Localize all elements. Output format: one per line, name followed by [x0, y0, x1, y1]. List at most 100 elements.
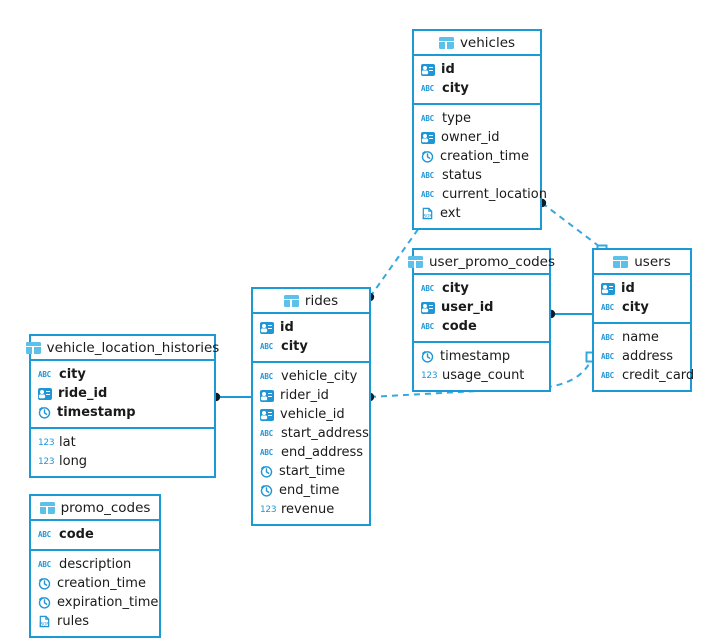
field-row[interactable]: ABC city [414, 279, 549, 298]
field-row[interactable]: owner_id [414, 128, 540, 147]
entity-header-promo-codes: promo_codes [31, 496, 159, 521]
field-row[interactable]: id [594, 279, 690, 298]
field-row[interactable]: ABC city [414, 79, 540, 98]
clock-icon [260, 484, 273, 497]
entity-title: rides [304, 292, 339, 309]
entity-fields-user-promo-codes: timestamp 123 usage_count [414, 343, 549, 390]
entity-vehicle-location-histories[interactable]: vehicle_location_histories ABC city ride… [25, 334, 219, 478]
field-row[interactable]: JSON ext [414, 204, 540, 223]
field-label: ride_id [58, 386, 108, 401]
field-row[interactable]: ABC code [414, 317, 549, 336]
field-row[interactable]: 123 usage_count [414, 366, 549, 385]
entity-title: users [634, 253, 671, 270]
entity-vehicles[interactable]: vehicles id ABC city ABC type owner_id [412, 29, 547, 230]
table-icon [39, 501, 55, 514]
abc-icon: ABC [38, 369, 51, 379]
json-icon: JSON [38, 615, 51, 628]
abc-icon: ABC [421, 283, 434, 293]
field-row[interactable]: start_time [253, 462, 369, 481]
field-row[interactable]: ABC description [31, 555, 159, 574]
abc-icon: ABC [260, 341, 273, 351]
table-icon [438, 36, 454, 49]
field-label: creation_time [57, 576, 146, 591]
table-icon [25, 341, 41, 354]
entity-fields-vehicle-location-histories: 123 lat 123 long [31, 429, 214, 476]
field-row[interactable]: ABC credit_card [594, 366, 694, 385]
field-label: city [281, 339, 308, 354]
entity-users[interactable]: users id ABC city ABC name ABC address A… [592, 248, 694, 392]
entity-keys-users: id ABC city [594, 275, 690, 324]
field-row[interactable]: 123 long [31, 452, 214, 471]
abc-icon: ABC [421, 170, 434, 180]
field-label: long [59, 454, 88, 469]
field-row[interactable]: id [253, 318, 369, 337]
table-icon [613, 255, 629, 268]
clock-icon [421, 350, 434, 363]
field-row[interactable]: rider_id [253, 386, 369, 405]
svg-text:JSON: JSON [421, 214, 432, 219]
field-row[interactable]: 123 lat [31, 433, 214, 452]
field-row[interactable]: ABC type [414, 109, 540, 128]
field-row[interactable]: user_id [414, 298, 549, 317]
abc-icon: ABC [421, 321, 434, 331]
id-icon [601, 282, 615, 295]
field-label: timestamp [57, 405, 136, 420]
field-row[interactable]: ABC city [253, 337, 369, 356]
field-row[interactable]: 123 revenue [253, 500, 369, 519]
123-icon: 123 [260, 504, 277, 515]
field-row[interactable]: ABC address [594, 347, 690, 366]
abc-icon: ABC [601, 332, 614, 342]
field-label: owner_id [441, 130, 500, 145]
field-row[interactable]: ABC start_address [253, 424, 369, 443]
field-row[interactable]: vehicle_id [253, 405, 369, 424]
edge-vehicles-users[interactable] [537, 198, 608, 256]
abc-icon: ABC [260, 428, 273, 438]
field-row[interactable]: end_time [253, 481, 369, 500]
field-row[interactable]: expiration_time [31, 593, 159, 612]
field-label: end_time [279, 483, 340, 498]
entity-keys-vehicle-location-histories: ABC city ride_id timestamp [31, 361, 214, 429]
field-row[interactable]: timestamp [31, 403, 214, 422]
entity-fields-rides: ABC vehicle_city rider_id vehicle_id ABC… [253, 363, 369, 524]
abc-icon: ABC [421, 83, 434, 93]
field-row[interactable]: JSON rules [31, 612, 159, 631]
field-row[interactable]: ABC name [594, 328, 690, 347]
clock-icon [260, 465, 273, 478]
json-icon: JSON [421, 207, 434, 220]
field-row[interactable]: ABC code [31, 525, 159, 544]
entity-header-vehicles: vehicles [414, 31, 540, 56]
entity-rides[interactable]: rides id ABC city ABC vehicle_city rider… [251, 287, 371, 526]
entity-keys-promo-codes: ABC code [31, 521, 159, 551]
id-icon [260, 321, 274, 334]
field-row[interactable]: ABC end_address [253, 443, 369, 462]
field-row[interactable]: ABC status [414, 166, 540, 185]
field-row[interactable]: creation_time [414, 147, 540, 166]
field-label: end_address [281, 445, 364, 460]
entity-user-promo-codes[interactable]: user_promo_codes ABC city user_id ABC co… [407, 248, 555, 392]
field-label: code [442, 319, 477, 334]
field-row[interactable]: id [414, 60, 540, 79]
field-label: rules [57, 614, 89, 629]
entity-header-user-promo-codes: user_promo_codes [407, 250, 555, 275]
abc-icon: ABC [38, 529, 51, 539]
field-row[interactable]: ABC city [594, 298, 690, 317]
field-row[interactable]: ABC current_location [414, 185, 547, 204]
entity-promo-codes[interactable]: promo_codes ABC code ABC description cre… [29, 494, 161, 638]
edge-vehicle-location-histories-rides[interactable] [211, 392, 252, 402]
id-icon [421, 131, 435, 144]
abc-icon: ABC [601, 302, 614, 312]
field-row[interactable]: creation_time [31, 574, 159, 593]
field-label: usage_count [442, 368, 525, 383]
field-row[interactable]: ABC vehicle_city [253, 367, 369, 386]
field-label: ext [440, 206, 461, 221]
field-label: code [59, 527, 94, 542]
field-row[interactable]: ride_id [31, 384, 214, 403]
entity-title: user_promo_codes [428, 253, 556, 270]
123-icon: 123 [38, 437, 55, 448]
entity-keys-user-promo-codes: ABC city user_id ABC code [414, 275, 549, 343]
field-label: city [442, 281, 469, 296]
field-row[interactable]: timestamp [414, 347, 549, 366]
field-row[interactable]: ABC city [31, 365, 214, 384]
edge-user-promo-codes-users[interactable] [546, 309, 592, 319]
